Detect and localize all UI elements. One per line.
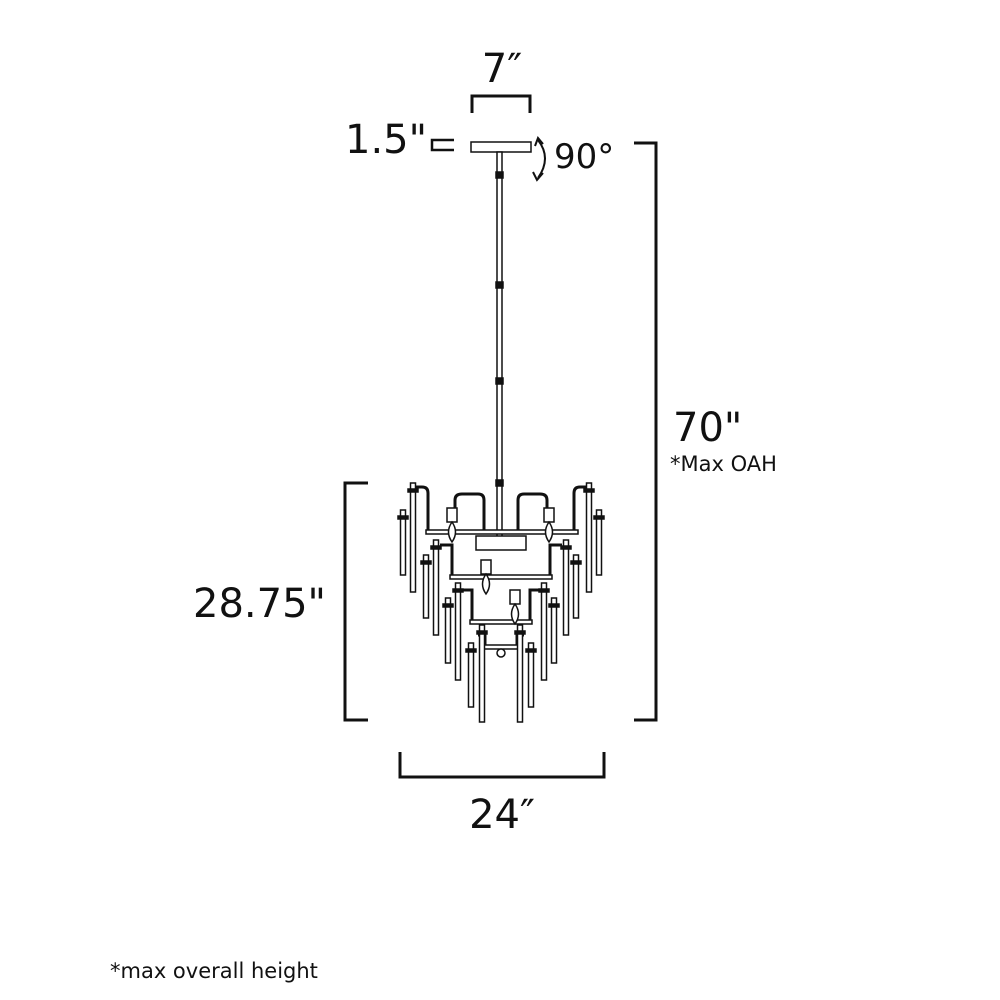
rod-clip <box>538 588 550 593</box>
fixture-height-label: 28.75" <box>193 581 326 627</box>
candle-bulb <box>543 507 555 544</box>
crystal-rod <box>409 482 417 593</box>
crystal-rods <box>397 482 605 723</box>
canopy <box>470 141 532 153</box>
overall-height-note: *Max OAH <box>670 452 777 476</box>
crystal-rod <box>399 509 407 576</box>
arms <box>413 485 589 658</box>
fixture-height-bracket <box>343 481 368 722</box>
candles <box>446 507 555 626</box>
rod-clip <box>407 488 419 493</box>
candle-bulb <box>446 507 458 544</box>
crystal-rod <box>516 624 524 723</box>
dimension-lines <box>343 94 658 779</box>
crystal-rod <box>467 642 475 708</box>
canopy-height-marker <box>430 138 454 152</box>
crystal-rod <box>585 482 593 593</box>
rod-clip <box>593 515 605 520</box>
crystal-rod <box>550 597 558 664</box>
rod-clip <box>514 630 526 635</box>
overall-height-label: 70" <box>673 405 742 451</box>
rod-clip <box>430 545 442 550</box>
crystal-rod <box>444 597 452 664</box>
rod-clip <box>476 630 488 635</box>
rod-clip <box>420 560 432 565</box>
candle-bulb <box>480 559 492 596</box>
fixture-width-bracket <box>398 752 606 779</box>
crystal-rod <box>595 509 603 576</box>
crystal-rod <box>454 582 462 681</box>
crystal-rod <box>540 582 548 681</box>
overall-height-bracket <box>634 141 658 722</box>
crystal-rod <box>527 642 535 708</box>
crystal-rod <box>432 539 440 636</box>
canopy-height-label: 1.5" <box>345 117 427 163</box>
canopy-width-label: 7″ <box>482 46 522 92</box>
crystal-rod <box>422 554 430 619</box>
rotation-label: 90° <box>554 137 614 177</box>
canopy-width-bracket <box>470 94 532 113</box>
rod-clip <box>465 648 477 653</box>
rod-clip <box>560 545 572 550</box>
rod-clip <box>525 648 537 653</box>
rod-clip <box>583 488 595 493</box>
rod-clip <box>548 603 560 608</box>
crystal-rod <box>478 624 486 723</box>
crystal-rod <box>572 554 580 619</box>
rod-clip <box>397 515 409 520</box>
footnote: *max overall height <box>110 959 318 983</box>
crystal-rod <box>562 539 570 636</box>
rod-clip <box>452 588 464 593</box>
fixture-width-label: 24″ <box>469 792 535 838</box>
rotation-arrow-icon <box>537 139 546 179</box>
candle-bulb <box>509 589 521 626</box>
rod-clip <box>570 560 582 565</box>
chandelier <box>397 141 605 723</box>
rod-clip <box>442 603 454 608</box>
